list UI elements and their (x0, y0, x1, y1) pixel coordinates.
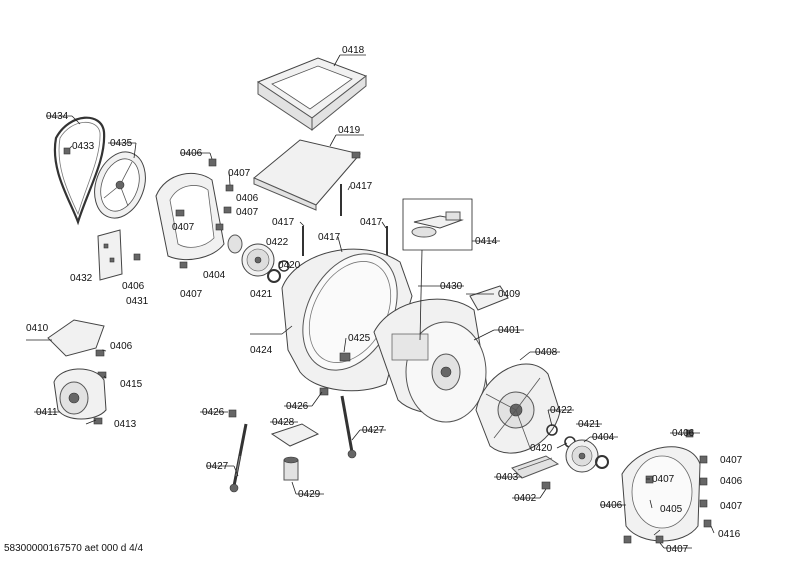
label-0422: 0422 (550, 405, 573, 416)
label-0402: 0402 (514, 493, 537, 504)
part-0411-motor (53, 368, 107, 425)
label-0407: 0407 (666, 544, 689, 555)
part-0426-0427-right-shock (319, 387, 357, 459)
label-0407: 0407 (172, 222, 195, 233)
part-screws-left (179, 158, 234, 269)
label-0419: 0419 (338, 125, 361, 136)
document-footer-id: 58300000167570 aet 000 d 4/4 (4, 543, 144, 554)
label-0427: 0427 (362, 425, 385, 436)
label-0426: 0426 (286, 401, 309, 412)
label-0430: 0430 (440, 281, 463, 292)
label-0404: 0404 (592, 432, 615, 443)
label-0406: 0406 (720, 476, 743, 487)
label-0406: 0406 (122, 281, 145, 292)
label-0414: 0414 (475, 236, 498, 247)
part-0418-lid-frame (256, 57, 368, 132)
label-0421: 0421 (250, 289, 273, 300)
part-right-housing (621, 429, 712, 544)
label-0417: 0417 (272, 217, 295, 228)
label-0406: 0406 (236, 193, 259, 204)
leader-lines (26, 54, 715, 549)
label-0431: 0431 (126, 296, 149, 307)
label-0425: 0425 (348, 333, 371, 344)
label-0407: 0407 (720, 455, 743, 466)
part-0432-bracket (97, 229, 123, 281)
part-0435-pulley (94, 151, 146, 219)
label-0407: 0407 (720, 501, 743, 512)
label-0401: 0401 (498, 325, 521, 336)
part-0408-rear-cross (475, 363, 561, 454)
label-0420: 0420 (278, 260, 301, 271)
label-0409: 0409 (498, 289, 521, 300)
label-0421: 0421 (578, 419, 601, 430)
part-0403-heater (511, 455, 560, 490)
label-0406: 0406 (110, 341, 133, 352)
label-0424: 0424 (250, 345, 273, 356)
part-labels: 0418 0419 0434 0433 0435 0406 0407 0406 … (26, 45, 743, 555)
label-0407: 0407 (228, 168, 251, 179)
label-0415: 0415 (120, 379, 143, 390)
label-0435: 0435 (110, 138, 133, 149)
label-0413: 0413 (114, 419, 137, 430)
label-0433: 0433 (72, 141, 95, 152)
label-0426: 0426 (202, 407, 225, 418)
label-0405: 0405 (660, 504, 683, 515)
label-0410: 0410 (26, 323, 49, 334)
label-0420: 0420 (530, 443, 553, 454)
label-0407: 0407 (180, 289, 203, 300)
label-0434: 0434 (46, 111, 69, 122)
label-0417: 0417 (360, 217, 383, 228)
label-0422: 0422 (266, 237, 289, 248)
label-0404: 0404 (203, 270, 226, 281)
part-0414-inset-box (402, 198, 473, 251)
part-0430-0409-paddle (469, 285, 509, 311)
part-0401-drum (373, 298, 489, 423)
label-0407: 0407 (652, 474, 675, 485)
part-0424-tub (281, 248, 413, 392)
part-0434-belt (53, 116, 106, 226)
label-0427: 0427 (206, 461, 229, 472)
part-0404-0422-left-bearing-group (227, 234, 290, 283)
label-0428: 0428 (272, 417, 295, 428)
part-0433-screw (63, 147, 71, 155)
label-0406: 0406 (180, 148, 203, 159)
part-0428-0429-pump (270, 423, 320, 481)
label-0403: 0403 (496, 472, 519, 483)
label-0416: 0416 (718, 529, 741, 540)
part-0431-left-housing (133, 172, 225, 261)
label-0417: 0417 (318, 232, 341, 243)
part-0419-lid (253, 139, 361, 211)
label-0406: 0406 (672, 428, 695, 439)
label-0411: 0411 (36, 407, 58, 418)
label-0429: 0429 (298, 489, 321, 500)
label-0406: 0406 (600, 500, 623, 511)
label-0407: 0407 (236, 207, 259, 218)
label-0417: 0417 (350, 181, 373, 192)
part-right-bearing-group (546, 424, 609, 473)
part-0425 (339, 352, 351, 362)
label-0408: 0408 (535, 347, 558, 358)
label-0418: 0418 (342, 45, 365, 56)
part-0426-0427-left-shock (228, 409, 248, 493)
part-0410-cover (47, 319, 107, 379)
label-0432: 0432 (70, 273, 93, 284)
